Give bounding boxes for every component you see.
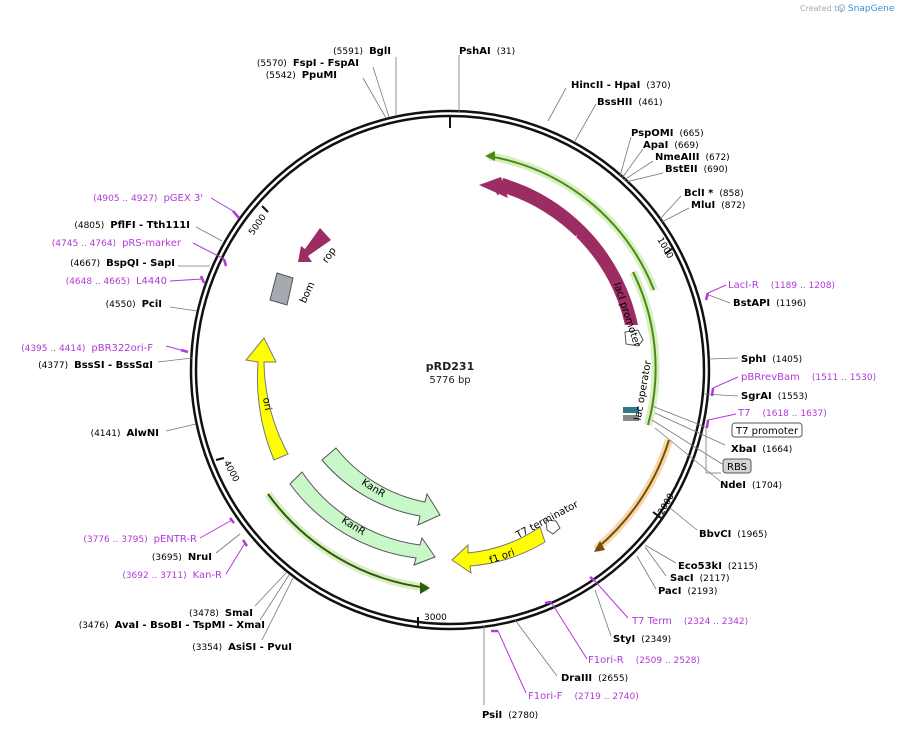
tick-4000 (215, 457, 225, 461)
snapgene-logo-icon: ⬡ (838, 4, 846, 14)
rbs-label: RBS (727, 462, 747, 473)
site-paci[interactable]: PacI(2193) (658, 586, 717, 597)
t7-highlight-line (595, 439, 670, 550)
lac-highlight-line (632, 271, 657, 426)
primer-pbrrevbam[interactable]: pBRrevBam(1511 .. 1530) (741, 372, 876, 383)
lac-operator-feature (623, 407, 639, 413)
site-nrui[interactable]: (3695)NruI (152, 552, 212, 563)
primer-pentr-r[interactable]: (3776 .. 3795)pENTR-R (83, 534, 197, 545)
site-bsshii[interactable]: BssHII(461) (597, 97, 663, 108)
site-bstapi[interactable]: BstAPI(1196) (733, 298, 806, 309)
site-bspqi[interactable]: (4667)BspQI - SapI (70, 258, 175, 269)
primer-pgex3[interactable]: (4905 .. 4927)pGEX 3' (93, 193, 203, 204)
lacI-feature (490, 178, 638, 325)
site-saci[interactable]: SacI(2117) (670, 573, 730, 584)
t7-highlight-halo (593, 438, 673, 553)
t7-highlight-arrowhead (594, 541, 605, 552)
site-draiii[interactable]: DraIII(2655) (561, 673, 628, 684)
site-pspomi[interactable]: PspOMI(665) (631, 128, 704, 139)
t7-terminator-label: T7 terminator (513, 499, 581, 542)
site-apai[interactable]: ApaI(669) (643, 140, 699, 151)
rop-label: rop (320, 246, 338, 266)
primer-t7-term[interactable]: T7 Term(2324 .. 2342) (631, 616, 748, 627)
site-mlui[interactable]: MluI(872) (691, 200, 745, 211)
tick-2000 (652, 511, 662, 519)
site-pflfi[interactable]: (4805)PflFI - Tth111I (74, 220, 190, 231)
site-styi[interactable]: StyI(2349) (613, 634, 671, 645)
plasmid-name: pRD231 (426, 360, 474, 373)
plasmid-size: 5776 bp (429, 375, 470, 386)
tick-5000 (261, 205, 269, 213)
site-ndei[interactable]: NdeI(1704) (720, 480, 782, 491)
site-smai[interactable]: (3478)SmaI (189, 608, 253, 619)
site-bgli[interactable]: (5591)BglI (333, 46, 391, 57)
bom-feature (269, 272, 294, 306)
tick-1000 (664, 247, 674, 255)
site-nmeaiii[interactable]: NmeAIII(672) (655, 152, 730, 163)
rbs-box (722, 458, 752, 474)
credit-brand: SnapGene (848, 4, 895, 14)
backbone-inner (194, 114, 706, 626)
primer-prs-marker[interactable]: (4745 .. 4764)pRS-marker (52, 238, 182, 249)
ori-label: ori (260, 397, 273, 412)
bom-label: bom (298, 280, 317, 305)
site-asisi[interactable]: (3354)AsiSI - PvuI (192, 642, 292, 653)
lacI-arrowhead (479, 177, 508, 198)
site-alwni[interactable]: (4141)AlwNI (91, 428, 159, 439)
primer-leaders (165, 197, 739, 694)
kanr-feature-b (289, 471, 436, 566)
site-sgrai[interactable]: SgrAI(1553) (741, 391, 808, 402)
site-bbvci[interactable]: BbvCI(1965) (699, 529, 767, 540)
backbone-outer (189, 109, 711, 631)
primer-t7[interactable]: T7(1618 .. 1637) (737, 408, 827, 419)
site-hinc[interactable]: HincII - HpaI(370) (571, 80, 671, 91)
primer-pbr322ori-f[interactable]: (4395 .. 4414)pBR322ori-F (21, 343, 153, 354)
site-bsssi[interactable]: (4377)BssSI - BssSαI (38, 360, 153, 371)
kanr-feature-a (321, 447, 441, 526)
site-ppumi[interactable]: (5542)PpuMI (266, 70, 337, 81)
kanr-highlight-arrowhead (420, 582, 430, 594)
primer-l4440[interactable]: (4648 .. 4665)L4440 (66, 276, 167, 287)
site-leaders (157, 55, 739, 705)
site-fspi[interactable]: (5570)FspI - FspAI (257, 58, 359, 69)
tick-label-3000: 3000 (424, 613, 447, 623)
box-leaders (651, 405, 723, 474)
lacI-highlight-arrowhead (485, 151, 495, 161)
site-bsteii[interactable]: BstEII(690) (665, 164, 728, 175)
site-bcli[interactable]: BclI *(858) (684, 188, 744, 199)
site-avai[interactable]: (3476)AvaI - BsoBI - TspMI - XmaI (79, 620, 265, 631)
tick-label-5000: 5000 (247, 213, 268, 238)
site-sphi[interactable]: SphI(1405) (741, 354, 802, 365)
primer-laci-r[interactable]: LacI-R(1189 .. 1208) (728, 280, 835, 291)
lacI-promoter-feature (624, 329, 644, 347)
site-xbai[interactable]: XbaI(1664) (731, 444, 792, 455)
kanr-highlight-line (267, 493, 429, 589)
primer-f1ori-f[interactable]: F1ori-F(2719 .. 2740) (528, 691, 639, 702)
primer-kan-r[interactable]: (3692 .. 3711)Kan-R (122, 570, 222, 581)
tick-label-4000: 4000 (221, 459, 241, 484)
primer-f1ori-r[interactable]: F1ori-R(2509 .. 2528) (588, 655, 700, 666)
site-pcii[interactable]: (4550)PciI (106, 299, 162, 310)
site-eco53ki[interactable]: Eco53kI(2115) (678, 561, 758, 572)
ori-feature (245, 337, 289, 461)
t7-promoter-label: T7 promoter (735, 426, 799, 437)
tick-label-2000: 2000 (657, 492, 677, 517)
lacI-highlight-line (487, 155, 655, 291)
lac-operator-sub (623, 415, 639, 421)
f1-ori-feature (451, 526, 546, 575)
rop-feature (298, 228, 331, 262)
site-psha1[interactable]: PshAI(31) (459, 46, 515, 57)
t7-promoter-box (731, 422, 803, 438)
t7-terminator-feature (545, 519, 561, 535)
site-psii[interactable]: PsiI(2780) (482, 710, 538, 721)
credit-prefix: Created by (800, 4, 844, 13)
